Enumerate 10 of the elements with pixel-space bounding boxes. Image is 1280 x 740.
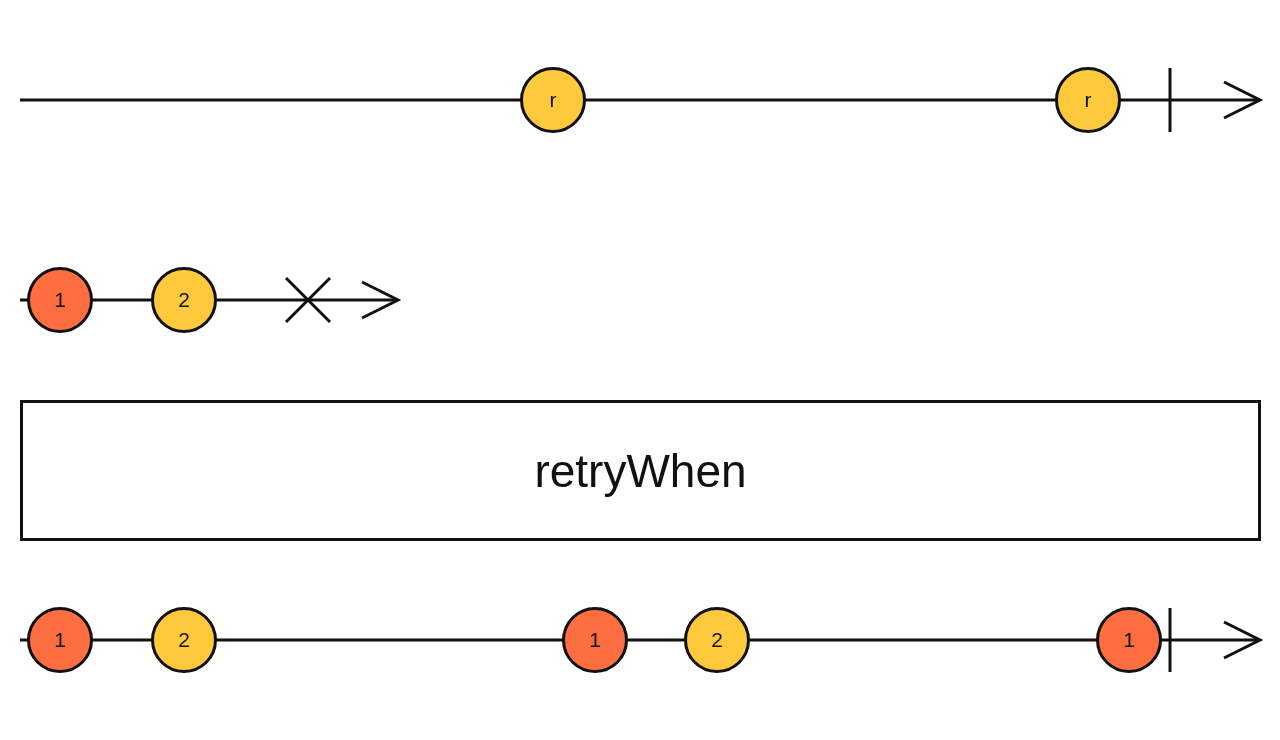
marble: r	[1055, 67, 1121, 133]
marble: 1	[562, 607, 628, 673]
marble: 1	[27, 267, 93, 333]
marble: 2	[151, 267, 217, 333]
marble: 1	[27, 607, 93, 673]
marble: r	[520, 67, 586, 133]
marble: 2	[684, 607, 750, 673]
marble: 2	[151, 607, 217, 673]
marble: 1	[1096, 607, 1162, 673]
operator-box: retryWhen	[20, 400, 1261, 541]
